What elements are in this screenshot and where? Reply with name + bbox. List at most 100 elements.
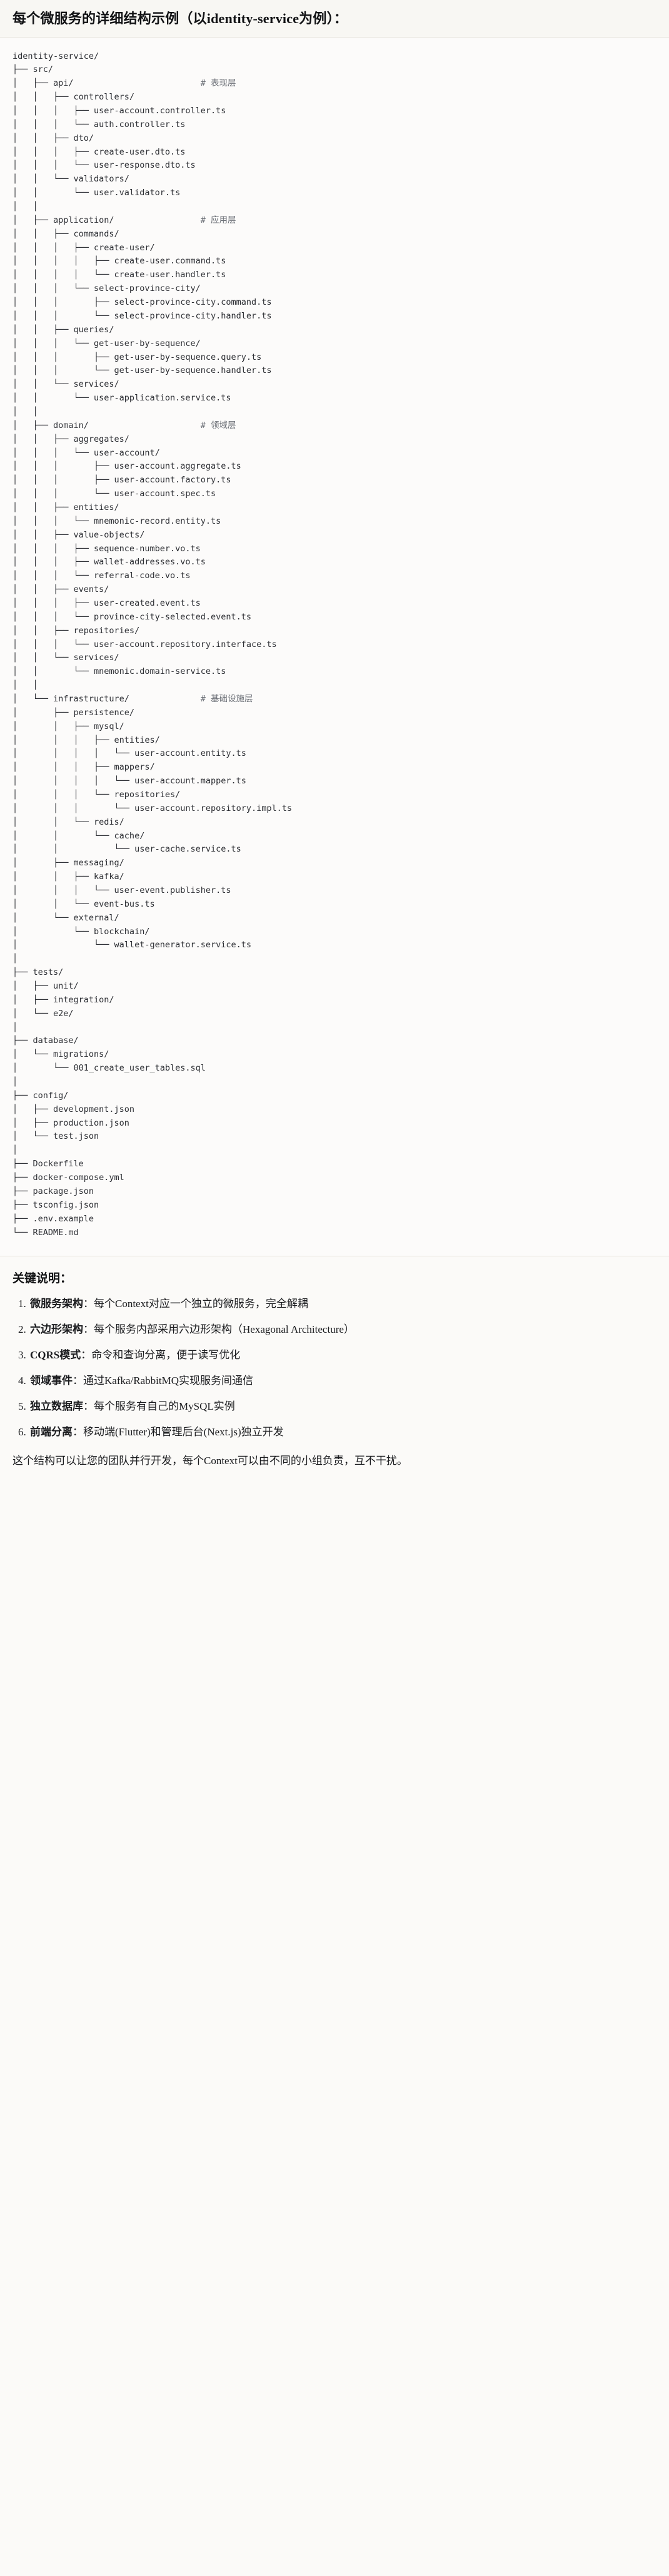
tree-layer-comment: # 表现层 (200, 78, 236, 89)
tree-line: ├── config/ (13, 1090, 69, 1101)
tree-line: │ │ │ └── user-account.repository.impl.t… (13, 803, 293, 813)
tree-line: │ │ │ └── user-account.repository.interf… (13, 639, 277, 649)
tree-line: │ │ │ ├── select-province-city.command.t… (13, 297, 272, 308)
tree-line: │ │ └── validators/ (13, 174, 129, 185)
tree-line: │ │ ├── controllers/ (13, 92, 135, 103)
tree-line: │ │ └── user.validator.ts (13, 188, 181, 198)
tree-line: │ ├── persistence/ (13, 707, 135, 718)
tree-line: │ └── test.json (13, 1131, 99, 1142)
tree-layer-comment: # 基础设施层 (200, 693, 253, 704)
key-note-item: 独立数据库：每个服务有自己的MySQL实例 (29, 1400, 656, 1414)
tree-line: │ │ (13, 406, 38, 417)
tree-line: ├── .env.example (13, 1213, 94, 1224)
tree-line: │ │ │ ├── get-user-by-sequence.query.ts (13, 352, 262, 362)
key-note-term: 六边形架构 (30, 1323, 83, 1336)
tree-line: │ │ │ │ └── user-account.mapper.ts (13, 776, 246, 787)
tree-line: │ │ │ ├── mappers/ (13, 762, 155, 773)
tree-line: │ │ └── services/ (13, 653, 119, 663)
tree-path: │ └── infrastructure/ (13, 693, 201, 704)
tree-line: │ │ │ │ ├── create-user.command.ts (13, 256, 226, 267)
tree-line: │ │ └── event-bus.ts (13, 899, 155, 909)
key-note-separator: ： (73, 1375, 83, 1387)
key-note-item: 微服务架构：每个Context对应一个独立的微服务，完全解耦 (29, 1297, 656, 1311)
tree-line: ├── tsconfig.json (13, 1199, 99, 1210)
tree-line: │ │ │ └── user-account/ (13, 447, 160, 458)
tree-line: │ │ │ └── select-province-city/ (13, 283, 201, 294)
key-note-text: 每个服务有自己的MySQL实例 (94, 1400, 235, 1413)
tree-line: │ │ └── user-cache.service.ts (13, 844, 241, 855)
tree-line: │ │ └── cache/ (13, 830, 145, 841)
tree-line: │ ├── development.json (13, 1104, 135, 1114)
key-note-item: 六边形架构：每个服务内部采用六边形架构（Hexagonal Architectu… (29, 1323, 656, 1337)
tree-line: │ │ │ ├── user-account.aggregate.ts (13, 461, 241, 472)
tree-line: │ (13, 1077, 18, 1087)
key-notes-block: 关键说明： 微服务架构：每个Context对应一个独立的微服务，完全解耦六边形架… (0, 1256, 669, 1484)
key-note-separator: ： (81, 1349, 92, 1362)
tree-line: │ ├── unit/ (13, 981, 79, 992)
tree-line: │ │ │ └── auth.controller.ts (13, 119, 186, 130)
key-note-term: 领域事件 (30, 1375, 73, 1387)
tree-line: │ │ │ └── select-province-city.handler.t… (13, 310, 272, 321)
key-note-text: 每个服务内部采用六边形架构（Hexagonal Architecture） (94, 1323, 355, 1336)
tree-line: │ │ ├── mysql/ (13, 721, 124, 731)
tree-line: └── README.md (13, 1227, 79, 1238)
key-note-item: 前端分离：移动端(Flutter)和管理后台(Next.js)独立开发 (29, 1425, 656, 1440)
key-note-term: 前端分离 (30, 1426, 73, 1438)
tree-line: │ │ │ └── referral-code.vo.ts (13, 571, 191, 581)
key-note-term: 微服务架构 (30, 1298, 83, 1310)
tree-line: ├── docker-compose.yml (13, 1173, 124, 1183)
tree-layer-comment: # 领域层 (200, 420, 236, 430)
tree-line: │ └── blockchain/ (13, 926, 150, 937)
tree-line: │ │ │ │ └── create-user.handler.ts (13, 270, 226, 280)
closing-note: 这个结构可以让您的团队并行开发，每个Context可以由不同的小组负责，互不干扰… (13, 1454, 408, 1467)
tree-line: │ (13, 954, 18, 964)
tree-line: │ ├── domain/ # 领域层 (13, 419, 656, 433)
tree-line: │ │ ├── entities/ (13, 502, 119, 512)
tree-line: │ │ │ ├── create-user.dto.ts (13, 146, 186, 157)
tree-line: │ │ ├── commands/ (13, 228, 119, 239)
tree-line: │ │ └── user-application.service.ts (13, 393, 231, 404)
key-note-term: 独立数据库 (30, 1400, 83, 1413)
tree-line: │ │ │ └── repositories/ (13, 790, 181, 800)
tree-line: ├── Dockerfile (13, 1159, 84, 1169)
tree-line: │ │ ├── aggregates/ (13, 434, 129, 444)
tree-line: │ └── external/ (13, 912, 119, 923)
tree-line: ├── src/ (13, 64, 54, 75)
tree-line: │ └── e2e/ (13, 1008, 74, 1019)
tree-line: │ ├── api/ # 表现层 (13, 77, 656, 91)
tree-line: │ │ │ ├── sequence-number.vo.ts (13, 543, 201, 554)
directory-tree-block: identity-service/ ├── src/ │ ├── api/ # … (0, 37, 669, 1257)
directory-tree: identity-service/ ├── src/ │ ├── api/ # … (13, 50, 656, 1240)
tree-line: │ │ │ ├── user-created.event.ts (13, 598, 201, 608)
tree-line: │ │ (13, 680, 38, 691)
tree-path: │ ├── domain/ (13, 420, 201, 430)
tree-line: │ │ └── services/ (13, 379, 119, 390)
key-note-separator: ： (83, 1323, 94, 1336)
tree-line: ├── tests/ (13, 967, 64, 978)
tree-path: │ ├── application/ (13, 215, 201, 225)
key-note-separator: ： (83, 1298, 94, 1310)
tree-line: │ └── wallet-generator.service.ts (13, 940, 252, 950)
tree-line: │ │ ├── events/ (13, 584, 109, 595)
tree-line: │ ├── messaging/ (13, 858, 124, 868)
tree-line: │ │ │ └── get-user-by-sequence/ (13, 338, 201, 349)
page-title: 每个微服务的详细结构示例（以identity-service为例）： (13, 11, 348, 26)
tree-line: │ (13, 1145, 18, 1156)
tree-line: │ │ │ ├── entities/ (13, 735, 160, 745)
tree-path: │ ├── api/ (13, 78, 201, 89)
key-note-text: 每个Context对应一个独立的微服务，完全解耦 (94, 1298, 308, 1310)
tree-line: │ ├── application/ # 应用层 (13, 214, 656, 228)
key-notes-heading: 关键说明： (13, 1272, 73, 1286)
key-notes-list: 微服务架构：每个Context对应一个独立的微服务，完全解耦六边形架构：每个服务… (13, 1297, 656, 1440)
tree-line: │ │ └── redis/ (13, 817, 124, 827)
key-note-separator: ： (83, 1400, 94, 1413)
tree-line: │ (13, 1022, 18, 1032)
key-note-text: 命令和查询分离，便于读写优化 (91, 1349, 241, 1362)
tree-line: │ │ ├── repositories/ (13, 625, 140, 636)
tree-line: │ └── migrations/ (13, 1049, 109, 1060)
tree-line: │ │ │ └── province-city-selected.event.t… (13, 611, 252, 622)
tree-line: ├── package.json (13, 1186, 94, 1196)
tree-line: │ └── 001_create_user_tables.sql (13, 1063, 206, 1074)
key-note-item: CQRS模式：命令和查询分离，便于读写优化 (29, 1348, 656, 1363)
tree-line: │ │ ├── dto/ (13, 133, 94, 143)
